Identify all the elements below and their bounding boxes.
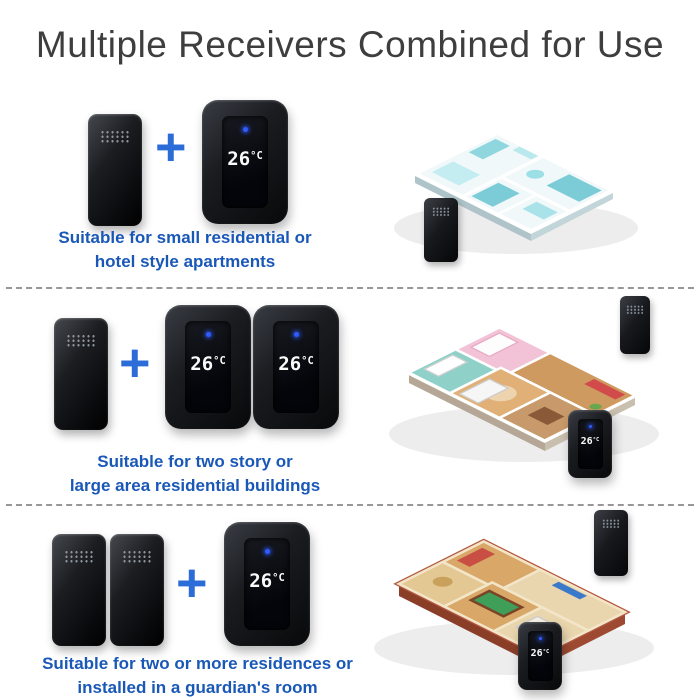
receiver-temp-value: 26 xyxy=(227,148,251,170)
section-two-story: + 26 °C 26 °C xyxy=(0,292,700,504)
receiver-temperature: 26 °C xyxy=(581,437,600,447)
floorplan-brick-illustration xyxy=(374,538,654,675)
plus-icon: + xyxy=(119,333,151,393)
receiver-temp-value: 26 xyxy=(530,648,543,659)
receiver-temp-unit: °C xyxy=(542,649,550,655)
section-small-residential: + 26 °C xyxy=(0,90,700,288)
caption-line: large area residential buildings xyxy=(69,476,321,495)
receiver-temp-unit: °C xyxy=(272,572,285,584)
section-caption: Suitable for two story or large area res… xyxy=(25,450,365,498)
caption-line: installed in a guardian's room xyxy=(77,678,318,697)
receiver-temp-value: 26 xyxy=(249,570,273,592)
caption-line: Suitable for small residential or xyxy=(58,228,312,247)
wall-transmitter-overlay xyxy=(424,198,458,262)
caption-line: Suitable for two or more residences or xyxy=(42,654,353,673)
receiver-overlay: 26 °C xyxy=(518,622,562,690)
page-title: Multiple Receivers Combined for Use xyxy=(35,24,665,65)
receiver-temperature: 26 °C xyxy=(278,355,313,374)
plus-icon: + xyxy=(176,553,208,613)
receiver-temp-value: 26 xyxy=(190,353,214,375)
wall-side-left xyxy=(399,584,540,667)
receiver-overlay: 26 °C xyxy=(568,410,612,478)
receiver-temp-unit: °C xyxy=(213,355,226,367)
speaker-dots-icon xyxy=(64,550,94,564)
wall-side-left xyxy=(415,174,531,241)
transmitter-device xyxy=(88,114,142,226)
receiver-temperature: 26 °C xyxy=(227,150,262,169)
transmitter-device xyxy=(54,318,108,430)
receiver-temperature: 26 °C xyxy=(249,572,284,591)
receiver-led-indicator xyxy=(538,637,542,640)
receiver-device: 26 °C xyxy=(165,305,251,429)
wall-side-left xyxy=(409,373,545,451)
receiver-led-indicator xyxy=(293,332,299,337)
transmitter-device xyxy=(52,534,106,646)
dashed-divider xyxy=(6,287,694,289)
receiver-screen: 26 °C xyxy=(185,321,231,413)
receiver-device: 26 °C xyxy=(253,305,339,429)
speaker-dots-icon xyxy=(100,130,130,144)
receiver-led-indicator xyxy=(264,549,270,554)
floorplan-small-apartment-illustration xyxy=(394,130,638,254)
speaker-dots-icon xyxy=(432,207,450,216)
receiver-led-indicator xyxy=(242,127,248,132)
floorplan-rooms xyxy=(410,130,618,234)
receiver-device: 26 °C xyxy=(224,522,310,646)
section-multi-residence: + 26 °C xyxy=(0,508,700,700)
speaker-dots-icon xyxy=(66,334,96,348)
transmitter-device xyxy=(110,534,164,646)
receiver-screen: 26 °C xyxy=(222,116,268,208)
speaker-dots-icon xyxy=(626,305,644,314)
receiver-screen: 26 °C xyxy=(244,538,290,630)
dashed-divider xyxy=(6,504,694,506)
wall-transmitter-overlay xyxy=(620,296,650,354)
receiver-screen: 26 °C xyxy=(527,631,553,681)
receiver-led-indicator xyxy=(205,332,211,337)
speaker-dots-icon xyxy=(602,519,620,528)
floorplan-two-story-house: 26 °C xyxy=(344,292,700,490)
section-caption: Suitable for two or more residences or i… xyxy=(5,652,390,700)
receiver-device: 26 °C xyxy=(202,100,288,224)
receiver-temp-value: 26 xyxy=(580,436,593,447)
receiver-temp-unit: °C xyxy=(250,150,263,162)
receiver-temp-value: 26 xyxy=(278,353,302,375)
plus-icon: + xyxy=(155,117,187,177)
wall-transmitter-overlay xyxy=(594,510,628,576)
receiver-led-indicator xyxy=(588,425,592,428)
caption-line: hotel style apartments xyxy=(94,252,276,271)
receiver-temp-unit: °C xyxy=(592,437,600,443)
receiver-temperature: 26 °C xyxy=(531,649,550,659)
receiver-screen: 26 °C xyxy=(273,321,319,413)
receiver-temperature: 26 °C xyxy=(190,355,225,374)
receiver-screen: 26 °C xyxy=(577,419,603,469)
floorplan-small-apartment xyxy=(358,90,670,282)
floorplan-brick-residence: 26 °C xyxy=(324,508,700,700)
receiver-temp-unit: °C xyxy=(301,355,314,367)
section-caption: Suitable for small residential or hotel … xyxy=(10,226,360,274)
speaker-dots-icon xyxy=(122,550,152,564)
caption-line: Suitable for two story or xyxy=(97,452,293,471)
